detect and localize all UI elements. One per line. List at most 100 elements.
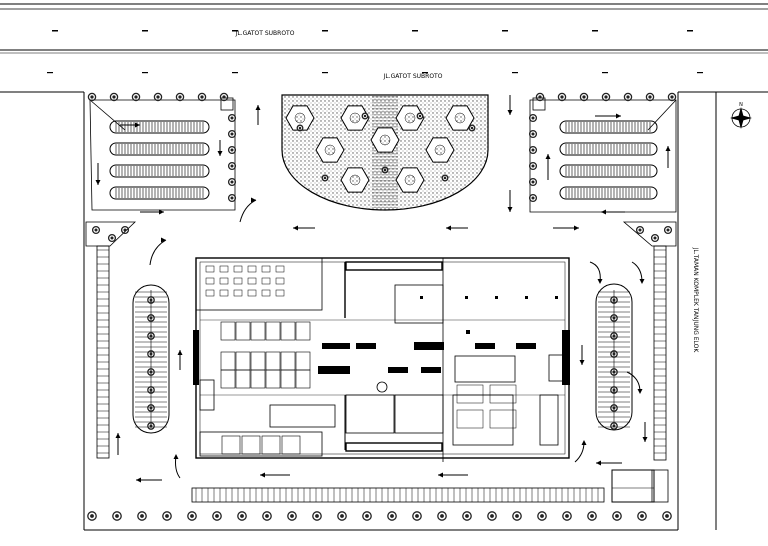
tree-icon: [637, 511, 647, 521]
street-label-lower: JL.GATOT SUBROTO: [383, 73, 443, 80]
tree-icon: [601, 92, 611, 102]
table-set: [205, 265, 215, 273]
shop-unit: [295, 351, 311, 371]
tree-icon: [147, 314, 155, 322]
parking-row: [559, 120, 658, 134]
traffic-arrow-icon: [438, 472, 468, 478]
table-set: [233, 265, 243, 273]
traffic-curve: [631, 261, 645, 284]
traffic-curve: [239, 197, 257, 223]
tree-icon: [147, 332, 155, 340]
tree-icon: [112, 511, 122, 521]
tree-icon: [147, 296, 155, 304]
garden-planter: [379, 134, 391, 146]
traffic-curve: [626, 371, 643, 394]
shop-unit: [235, 321, 251, 341]
tree-icon: [153, 92, 163, 102]
tree-icon: [131, 92, 141, 102]
tree-icon: [610, 422, 618, 430]
tree-icon: [321, 174, 329, 182]
lane-dash: [422, 72, 428, 74]
shop-unit: [220, 351, 236, 371]
tree-icon: [287, 511, 297, 521]
traffic-arrow-icon: [507, 95, 513, 115]
tree-icon: [109, 92, 119, 102]
tree-icon: [227, 161, 237, 171]
table-set: [261, 277, 271, 285]
parking-row: [559, 186, 658, 200]
table-set: [275, 289, 285, 297]
parking-top-left: [89, 97, 236, 211]
table-set: [247, 277, 257, 285]
tree-icon: [219, 92, 229, 102]
lane-dash: [412, 30, 418, 32]
tree-icon: [623, 92, 633, 102]
shop-unit: [295, 369, 311, 389]
tree-icon: [227, 145, 237, 155]
tree-icon: [387, 511, 397, 521]
tree-icon: [650, 233, 660, 243]
fixture: [475, 343, 495, 349]
parking-row: [109, 120, 210, 134]
street-label-top: JL.GATOT SUBROTO: [235, 30, 295, 37]
tree-icon: [667, 92, 677, 102]
tree-icon: [147, 404, 155, 412]
tree-icon: [212, 511, 222, 521]
table-set: [247, 265, 257, 273]
column: [465, 296, 468, 299]
fixture: [414, 342, 444, 350]
store-room: [489, 384, 517, 404]
garden-planter: [404, 112, 416, 124]
tree-icon: [187, 511, 197, 521]
lane-dash: [502, 30, 508, 32]
bottom-stalls: [195, 488, 599, 502]
lane-dash: [322, 72, 328, 74]
traffic-arrow-icon: [217, 140, 223, 156]
street-label-side: JL.TAMAN KOMPLEK TANJUNG ELOK: [692, 247, 699, 354]
corner-island-right: [622, 221, 677, 247]
tree-icon: [587, 511, 597, 521]
fixture: [388, 367, 408, 373]
table-set: [219, 265, 229, 273]
traffic-arrow-icon: [545, 154, 551, 180]
shop-unit: [221, 435, 241, 455]
table-set: [219, 289, 229, 297]
traffic-arrows: [95, 95, 671, 483]
north-arrow-icon: N: [730, 102, 752, 129]
garden-planter: [294, 112, 306, 124]
garden-cells: [285, 105, 475, 193]
tree-icon: [528, 177, 538, 187]
tree-icon: [610, 332, 618, 340]
lane-dash: [47, 72, 53, 74]
tree-icon: [362, 511, 372, 521]
shop-unit: [261, 435, 281, 455]
column: [495, 296, 498, 299]
traffic-arrow-icon: [293, 225, 315, 231]
shop-unit: [250, 369, 266, 389]
tree-icon: [612, 511, 622, 521]
traffic-curve: [574, 440, 587, 463]
traffic-arrow-icon: [579, 345, 585, 365]
column: [525, 296, 528, 299]
traffic-arrow-icon: [601, 209, 625, 215]
shop-unit: [280, 369, 296, 389]
traffic-arrow-icon: [255, 105, 261, 125]
tree-icon: [296, 124, 304, 132]
lane-dash: [512, 72, 518, 74]
column: [555, 296, 558, 299]
tree-icon: [175, 92, 185, 102]
tree-icon: [147, 350, 155, 358]
tree-icon: [487, 511, 497, 521]
fixture: [356, 343, 376, 349]
shop-unit: [250, 351, 266, 371]
tree-icon: [663, 225, 673, 235]
tree-icon: [137, 511, 147, 521]
garden-planter: [434, 144, 446, 156]
lane-dash: [602, 72, 608, 74]
tree-icon: [197, 92, 207, 102]
tree-icon: [381, 166, 389, 174]
tree-icon: [227, 113, 237, 123]
tree-icon: [610, 314, 618, 322]
